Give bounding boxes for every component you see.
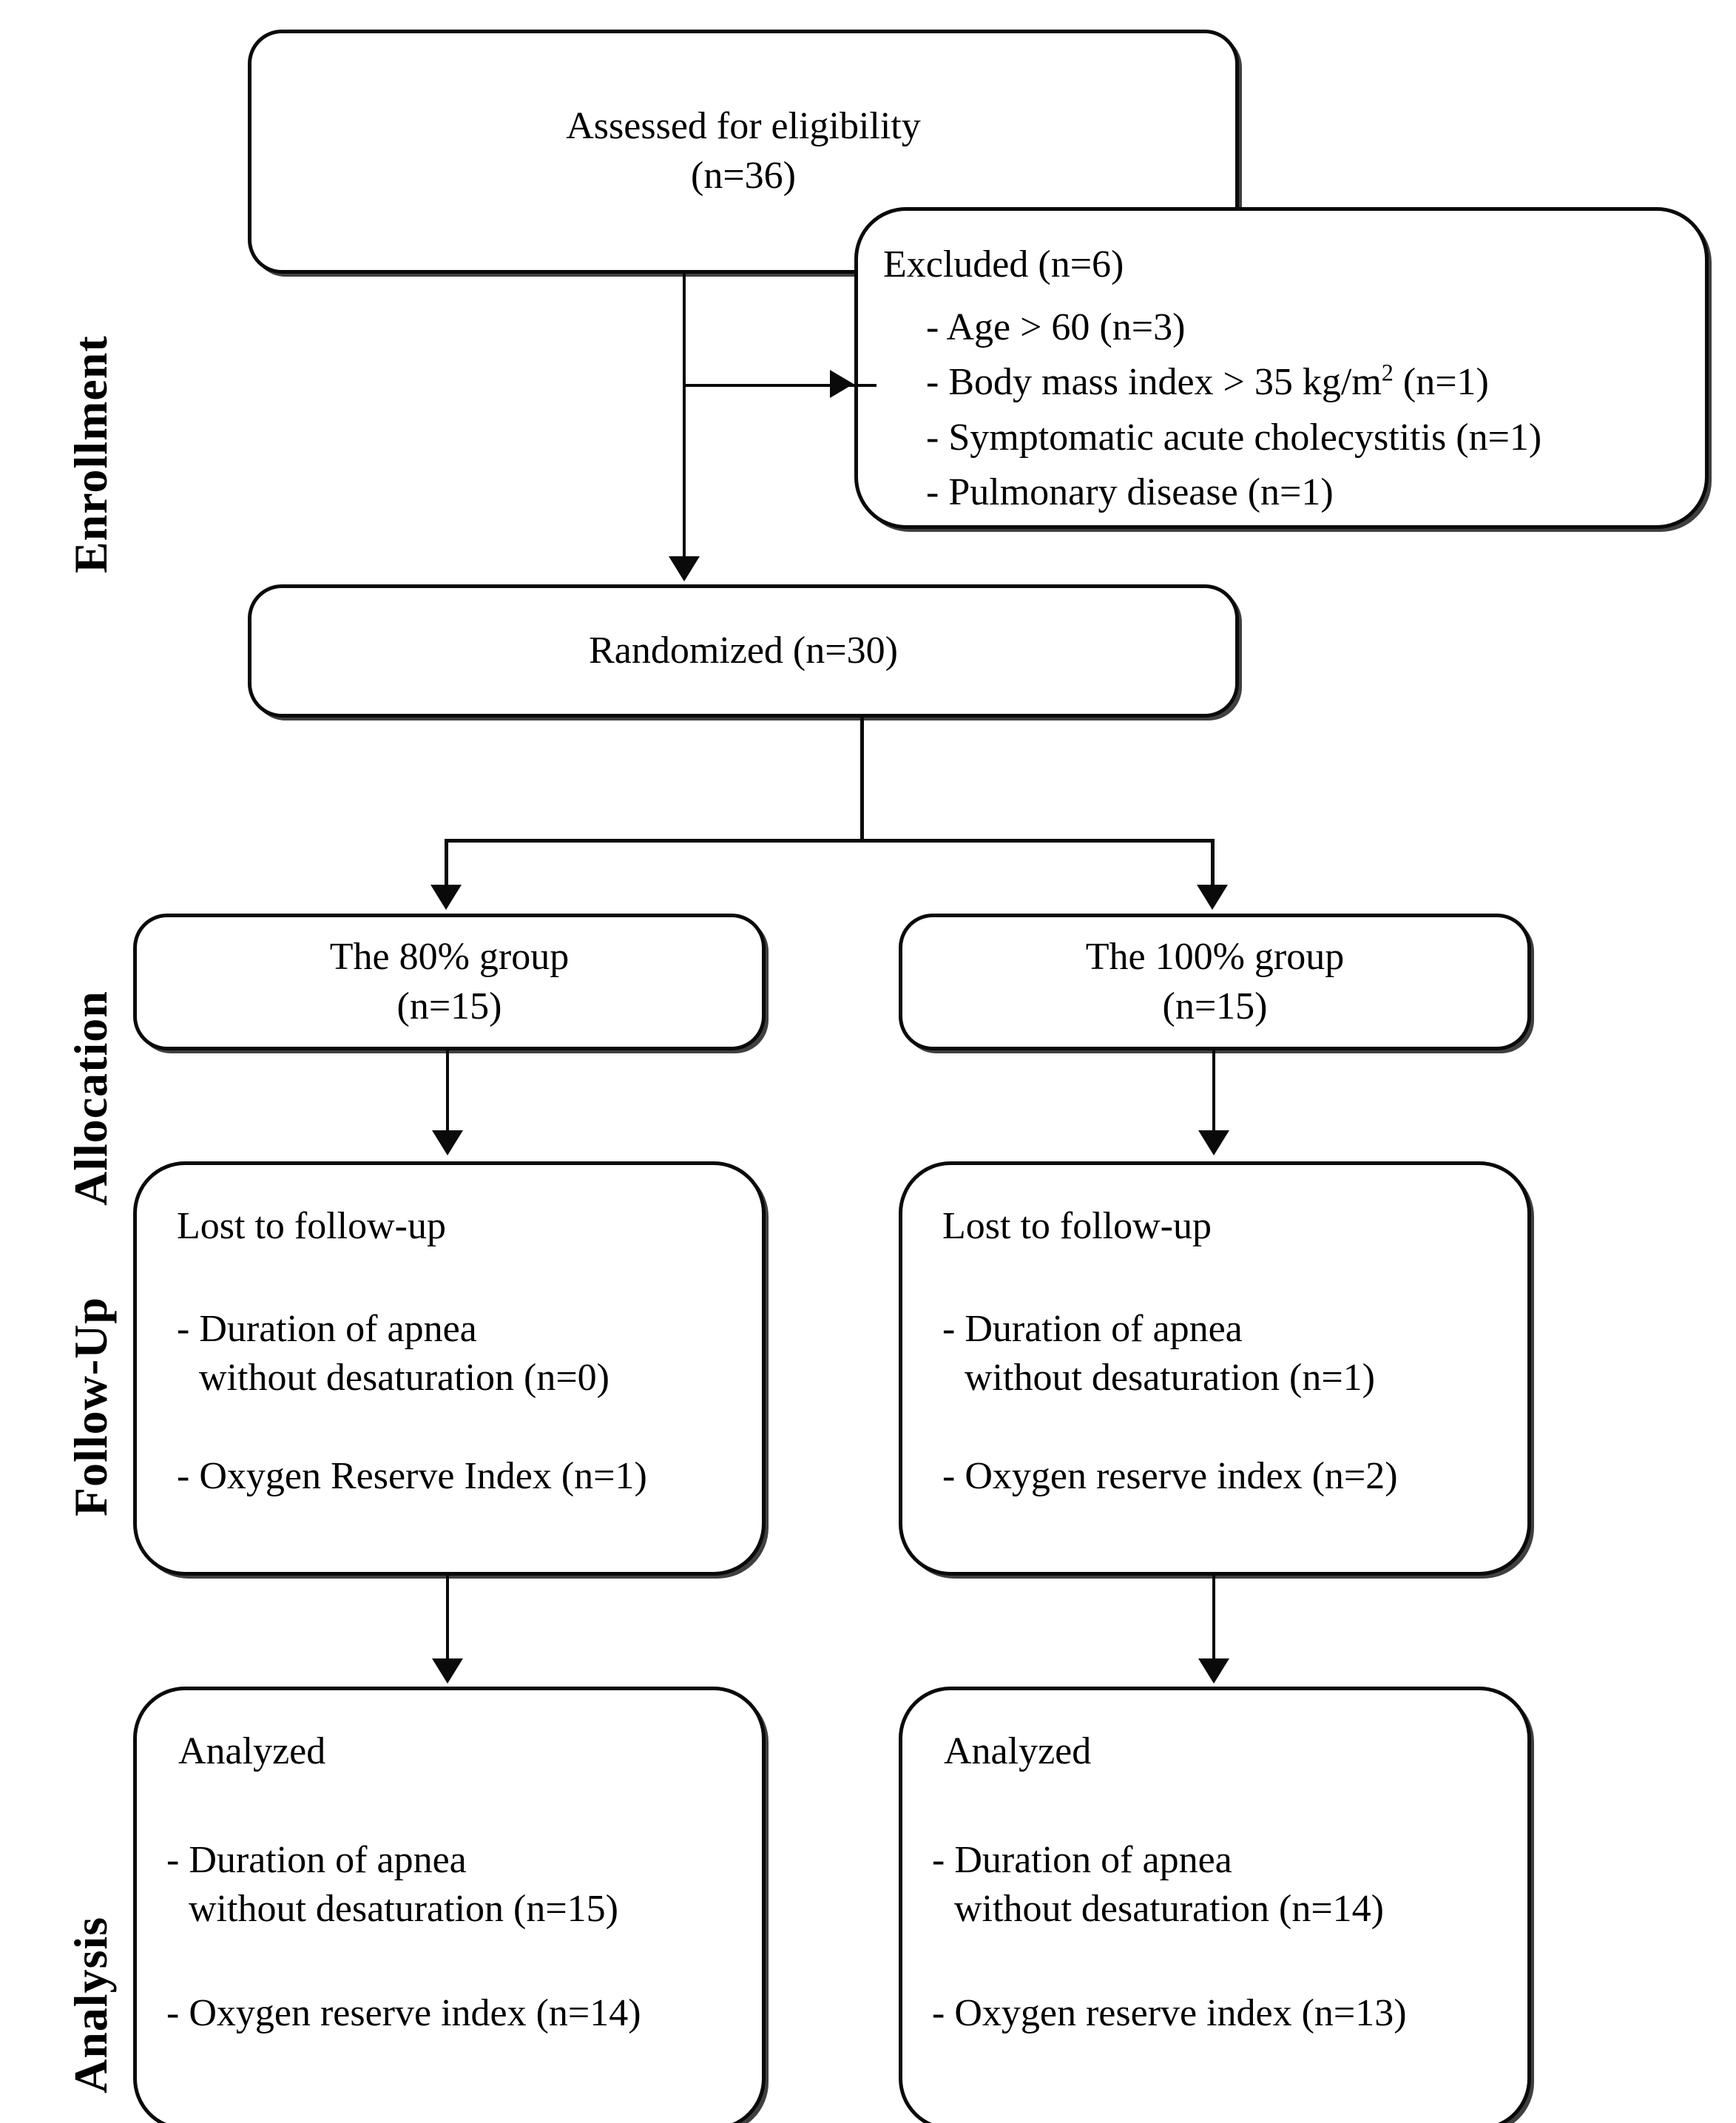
followup-80-heading: Lost to follow-up	[177, 1205, 446, 1247]
list-item: - Body mass index > 35 kg/m2 (n=1)	[926, 358, 1541, 408]
list-item-continuation: without desaturation (n=15)	[189, 1888, 618, 1931]
group-80-line2: (n=15)	[396, 985, 502, 1027]
node-group-100: The 100% group (n=15)	[899, 914, 1531, 1050]
bullet-dash-icon: -	[926, 306, 939, 348]
connector-group-100-to-followup-100	[1212, 1050, 1215, 1133]
connector-group-80-to-followup-80	[446, 1050, 449, 1133]
list-item: - Oxygen reserve index (n=14)	[166, 1989, 641, 2039]
list-item-text: Oxygen reserve index (n=2)	[965, 1454, 1398, 1497]
arrow-head-down-group-100	[1197, 885, 1228, 910]
connector-followup-100-to-analyzed-100	[1212, 1576, 1215, 1663]
excluded-bullet-list: - Age > 60 (n=3) - Body mass index > 35 …	[883, 297, 1541, 518]
list-item: - Oxygen reserve index (n=2)	[942, 1452, 1398, 1502]
list-item-text: Oxygen reserve index (n=14)	[189, 1991, 641, 2034]
list-item: - Duration of apnea	[932, 1836, 1232, 1886]
connector-split-to-group-80	[445, 839, 448, 888]
list-item-text: Duration of apnea	[199, 1307, 477, 1350]
bullet-dash-icon: -	[926, 361, 939, 404]
list-item-continuation: without desaturation (n=0)	[199, 1357, 609, 1400]
bullet-dash-icon: -	[926, 416, 939, 459]
list-item: - Duration of apnea	[177, 1305, 477, 1354]
arrow-head-down-analyzed-100	[1198, 1658, 1229, 1684]
connector-assessed-to-excluded	[683, 384, 877, 387]
stage-label-allocation: Allocation	[64, 990, 117, 1206]
list-item-text: Oxygen Reserve Index (n=1)	[199, 1454, 647, 1497]
list-item: - Pulmonary disease (n=1)	[926, 468, 1541, 518]
connector-randomized-trunk	[860, 718, 864, 842]
list-item-text: Duration of apnea	[954, 1838, 1232, 1881]
assessed-line2: (n=36)	[691, 155, 796, 197]
list-item-text: Pulmonary disease (n=1)	[948, 471, 1334, 514]
list-item-text: Body mass index > 35 kg/m	[948, 361, 1382, 404]
bullet-dash-icon: -	[926, 471, 939, 514]
arrow-head-down-randomized	[669, 556, 700, 581]
list-item-continuation: without desaturation (n=14)	[954, 1888, 1384, 1931]
node-analyzed-80: Analyzed - Duration of apnea without des…	[133, 1687, 766, 2123]
randomized-line1: Randomized (n=30)	[589, 629, 898, 672]
list-item-text: Duration of apnea	[965, 1307, 1243, 1350]
list-item-continuation: without desaturation (n=1)	[965, 1357, 1375, 1400]
stage-label-follow-up: Follow-Up	[64, 1297, 117, 1516]
excluded-heading: Excluded (n=6)	[883, 243, 1124, 286]
bullet-dash-icon: -	[166, 1838, 180, 1881]
bullet-dash-icon: -	[932, 1838, 945, 1881]
arrow-head-down-followup-80	[432, 1130, 463, 1155]
stage-label-analysis: Analysis	[64, 1916, 117, 2093]
group-100-line1: The 100% group	[1085, 935, 1345, 978]
analyzed-80-heading: Analyzed	[178, 1730, 326, 1772]
analyzed-100-heading: Analyzed	[944, 1730, 1092, 1772]
node-followup-100: Lost to follow-up - Duration of apnea wi…	[899, 1161, 1531, 1576]
node-group-80: The 80% group (n=15)	[133, 914, 766, 1050]
arrow-head-down-analyzed-80	[432, 1658, 463, 1684]
bullet-dash-icon: -	[177, 1454, 190, 1497]
list-item-text-suffix: (n=1)	[1393, 361, 1489, 404]
arrow-head-right-excluded	[830, 370, 854, 398]
connector-assessed-to-randomized	[683, 274, 686, 561]
list-item-text: Duration of apnea	[189, 1838, 467, 1881]
bullet-dash-icon: -	[177, 1307, 190, 1350]
node-randomized: Randomized (n=30)	[248, 584, 1239, 718]
list-item: - Symptomatic acute cholecystitis (n=1)	[926, 414, 1541, 463]
bullet-dash-icon: -	[942, 1454, 956, 1497]
list-item: - Oxygen Reserve Index (n=1)	[177, 1452, 647, 1502]
bullet-dash-icon: -	[932, 1991, 945, 2034]
assessed-line1: Assessed for eligibility	[566, 105, 921, 148]
node-excluded: Excluded (n=6) - Age > 60 (n=3) - Body m…	[854, 207, 1709, 529]
arrow-head-down-group-80	[430, 885, 462, 910]
followup-100-heading: Lost to follow-up	[942, 1205, 1212, 1247]
bullet-dash-icon: -	[942, 1307, 956, 1350]
list-item-superscript: 2	[1381, 359, 1394, 386]
list-item: - Duration of apnea	[166, 1836, 467, 1886]
node-analyzed-100: Analyzed - Duration of apnea without des…	[899, 1687, 1531, 2123]
list-item: - Duration of apnea	[942, 1305, 1243, 1354]
connector-split-to-group-100	[1211, 839, 1215, 888]
list-item-text: Symptomatic acute cholecystitis (n=1)	[948, 416, 1542, 459]
group-80-line1: The 80% group	[329, 935, 570, 978]
group-100-line2: (n=15)	[1162, 985, 1268, 1027]
node-followup-80: Lost to follow-up - Duration of apnea wi…	[133, 1161, 766, 1576]
stage-label-enrollment: Enrollment	[64, 335, 117, 573]
list-item: - Age > 60 (n=3)	[926, 303, 1541, 353]
list-item-text: Oxygen reserve index (n=13)	[954, 1991, 1407, 2034]
connector-followup-80-to-analyzed-80	[446, 1576, 449, 1663]
node-assessed-for-eligibility: Assessed for eligibility (n=36)	[248, 30, 1239, 274]
list-item: - Oxygen reserve index (n=13)	[932, 1989, 1407, 2039]
arrow-head-down-followup-100	[1198, 1130, 1229, 1155]
list-item-text: Age > 60 (n=3)	[946, 306, 1186, 348]
bullet-dash-icon: -	[166, 1991, 180, 2034]
connector-allocation-splitter	[445, 839, 1215, 843]
